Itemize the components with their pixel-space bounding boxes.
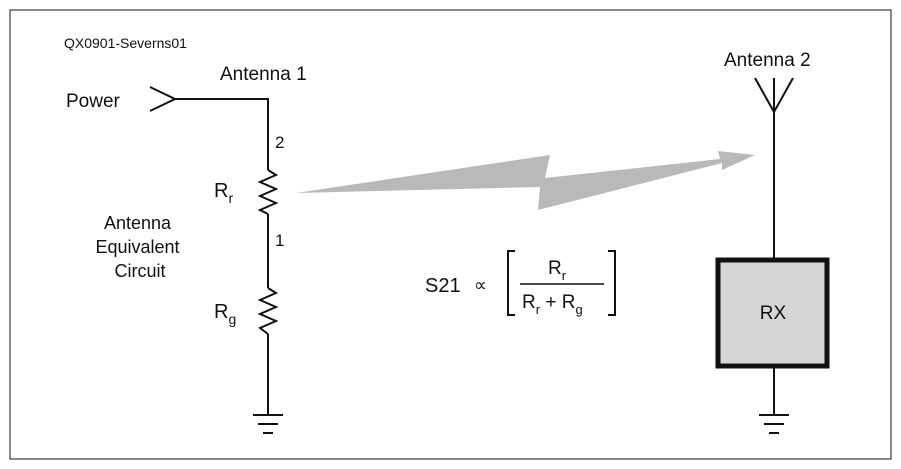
loss-resistor	[257, 287, 279, 335]
radio-link-arrow	[296, 151, 755, 210]
figure-frame	[9, 9, 892, 460]
rg-subscript: g	[228, 311, 236, 327]
receive-antenna-icon	[754, 77, 794, 115]
ground-icon-left	[253, 414, 283, 434]
right-bracket	[608, 250, 616, 316]
rr-label: Rr	[214, 180, 233, 206]
rr-subscript: r	[228, 190, 233, 206]
rg-label: Rg	[214, 301, 236, 327]
ground-icon-right	[759, 414, 789, 434]
antenna-2-label: Antenna 2	[724, 50, 811, 71]
figure-id-label: QX0901-Severns01	[64, 35, 187, 51]
radiation-resistor	[257, 169, 279, 215]
feed-wire	[175, 98, 269, 170]
antenna-1-label: Antenna 1	[220, 64, 307, 85]
node-2-label: 2	[275, 133, 284, 152]
left-bracket	[507, 250, 515, 316]
power-label: Power	[66, 91, 121, 112]
equation-numerator: Rr	[548, 258, 567, 283]
rx-label: RX	[760, 303, 787, 324]
proportional-symbol: ∝	[474, 275, 487, 295]
equation-denominator: Rr + Rg	[522, 292, 583, 317]
equivalent-circuit-label: Antenna Equivalent Circuit	[95, 213, 184, 281]
equation-lhs: S21	[425, 275, 461, 297]
node-1-label: 1	[275, 231, 284, 250]
power-feed-symbol	[149, 86, 178, 112]
rx-box	[715, 257, 830, 369]
